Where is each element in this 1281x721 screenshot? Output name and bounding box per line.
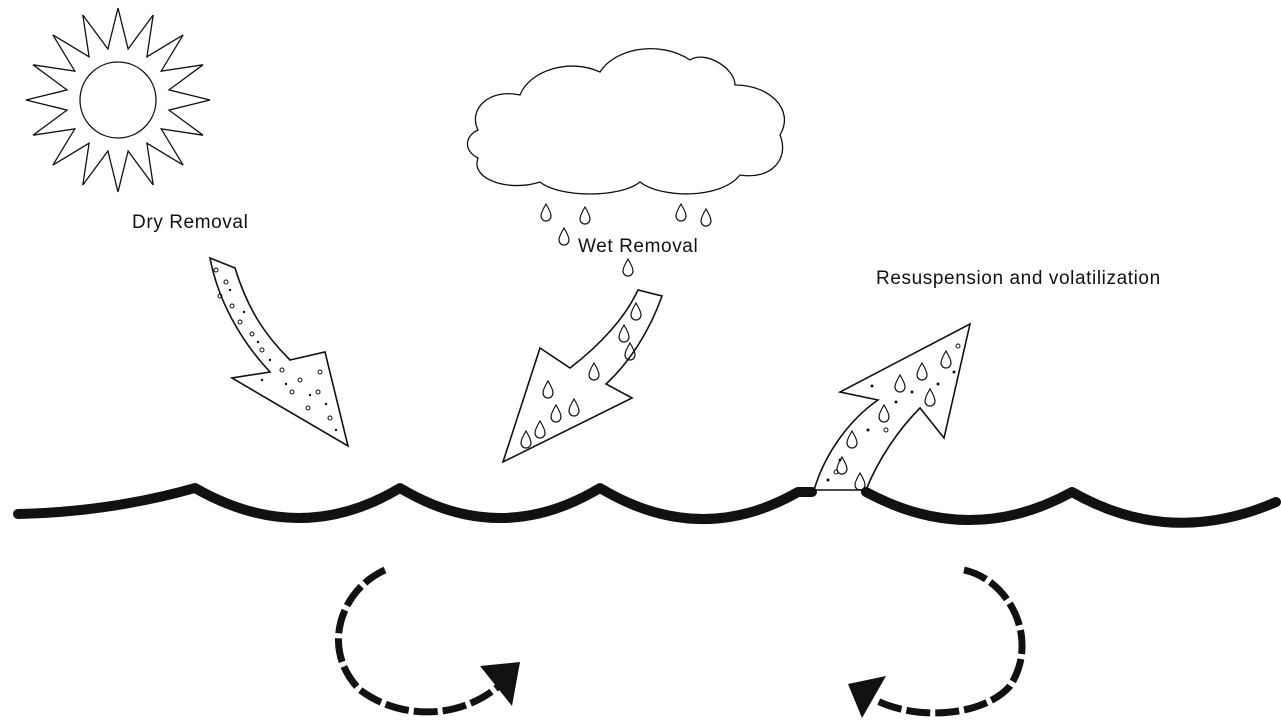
raindrop-icon: [579, 206, 591, 225]
circulation-arrow-left: [335, 566, 520, 716]
circulation-arrow-right: [848, 566, 1026, 718]
raindrop-icon: [622, 258, 634, 277]
raindrop-icon: [700, 208, 712, 227]
cloud-icon: [466, 48, 786, 195]
wet-removal-arrow: [501, 289, 664, 464]
dry-removal-arrow: [208, 256, 350, 448]
raindrop-icon: [540, 203, 552, 222]
resuspension-label: Resuspension and volatilization: [876, 268, 1161, 289]
resuspension-arrow: [812, 322, 972, 491]
dry-removal-label: Dry Removal: [132, 212, 249, 233]
wet-removal-label: Wet Removal: [578, 236, 699, 257]
water-surface: [13, 483, 1281, 528]
sun-icon: [25, 7, 211, 193]
raindrop-icon: [558, 227, 570, 246]
raindrop-icon: [675, 203, 687, 222]
